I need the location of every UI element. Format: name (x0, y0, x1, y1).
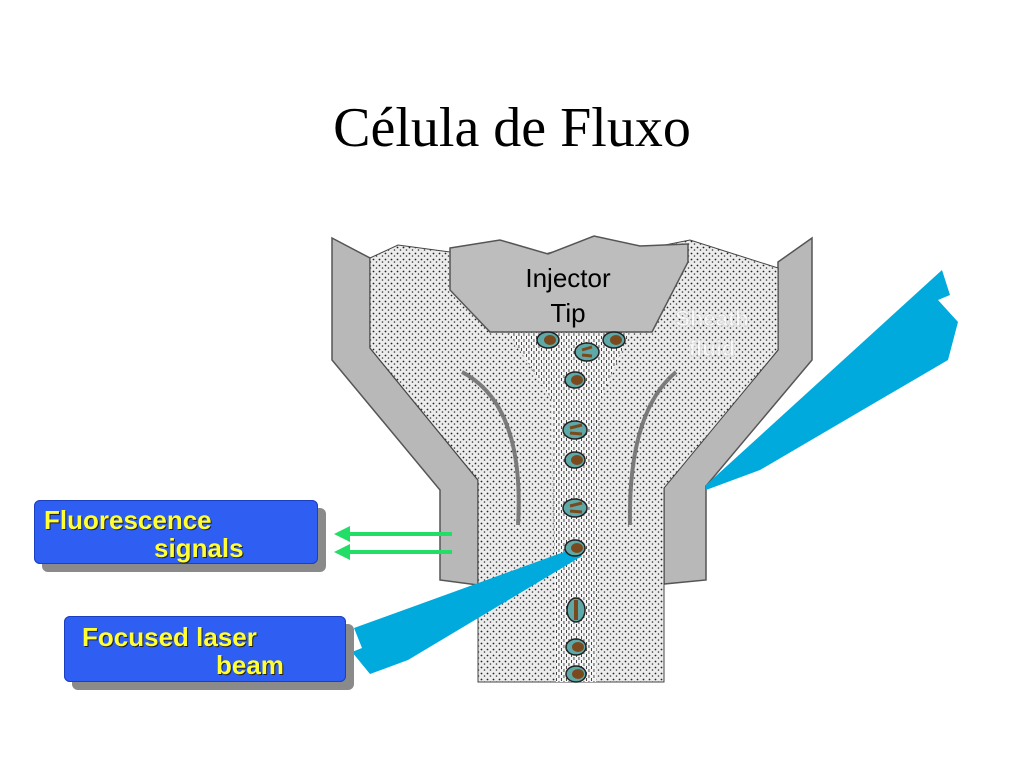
laser-beam-upper (706, 270, 958, 490)
sheath-fluid-label-line1: Sheath (675, 306, 748, 331)
cells (536, 331, 626, 683)
laser-callout-line2: beam (216, 650, 284, 680)
fluorescence-callout (34, 500, 318, 564)
cell (562, 420, 588, 440)
laser-beam-lower (352, 548, 582, 674)
cell (566, 597, 586, 623)
injector-tip (449, 235, 689, 333)
fluorescence-callout-line1: Fluorescence (44, 505, 212, 535)
cell (565, 638, 587, 656)
laser-callout (64, 616, 346, 682)
fluorescence-callout-line2: signals (154, 533, 244, 563)
cell (536, 331, 560, 349)
flow-streamline-left (461, 370, 521, 526)
laser-callout-text: Focused laser beam (82, 623, 342, 679)
cell (574, 342, 600, 362)
signal-arrowhead-upper (334, 526, 350, 542)
cell (602, 331, 626, 349)
laser-callout-line1: Focused laser (82, 622, 257, 652)
sheath-fluid-label-line2: fluid (689, 336, 735, 361)
injector-tip-label-line1: Injector (525, 263, 611, 293)
cell-in-laser (564, 539, 586, 557)
cell (564, 371, 586, 389)
cell (562, 498, 588, 518)
cell (565, 665, 587, 683)
flow-streamline-right (627, 370, 678, 526)
signal-arrowhead-lower (334, 544, 350, 560)
cell (564, 451, 586, 469)
fluorescence-callout-text: Fluorescence signals (44, 506, 314, 562)
injector-tip-label-line2: Tip (550, 298, 585, 328)
slide-title: Célula de Fluxo (333, 97, 691, 159)
